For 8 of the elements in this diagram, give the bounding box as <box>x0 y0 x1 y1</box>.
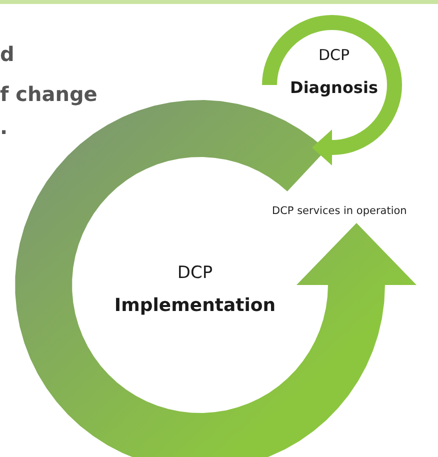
heading-text: d <box>0 42 14 66</box>
heading-text: f change <box>0 82 98 106</box>
heading-text: . <box>0 115 8 139</box>
node-title: Implementation <box>114 295 276 316</box>
node-label: DCP <box>177 263 213 283</box>
caption-text: DCP services in operation <box>272 205 407 217</box>
node-title: Diagnosis <box>290 78 378 97</box>
node-label: DCP <box>318 46 350 64</box>
